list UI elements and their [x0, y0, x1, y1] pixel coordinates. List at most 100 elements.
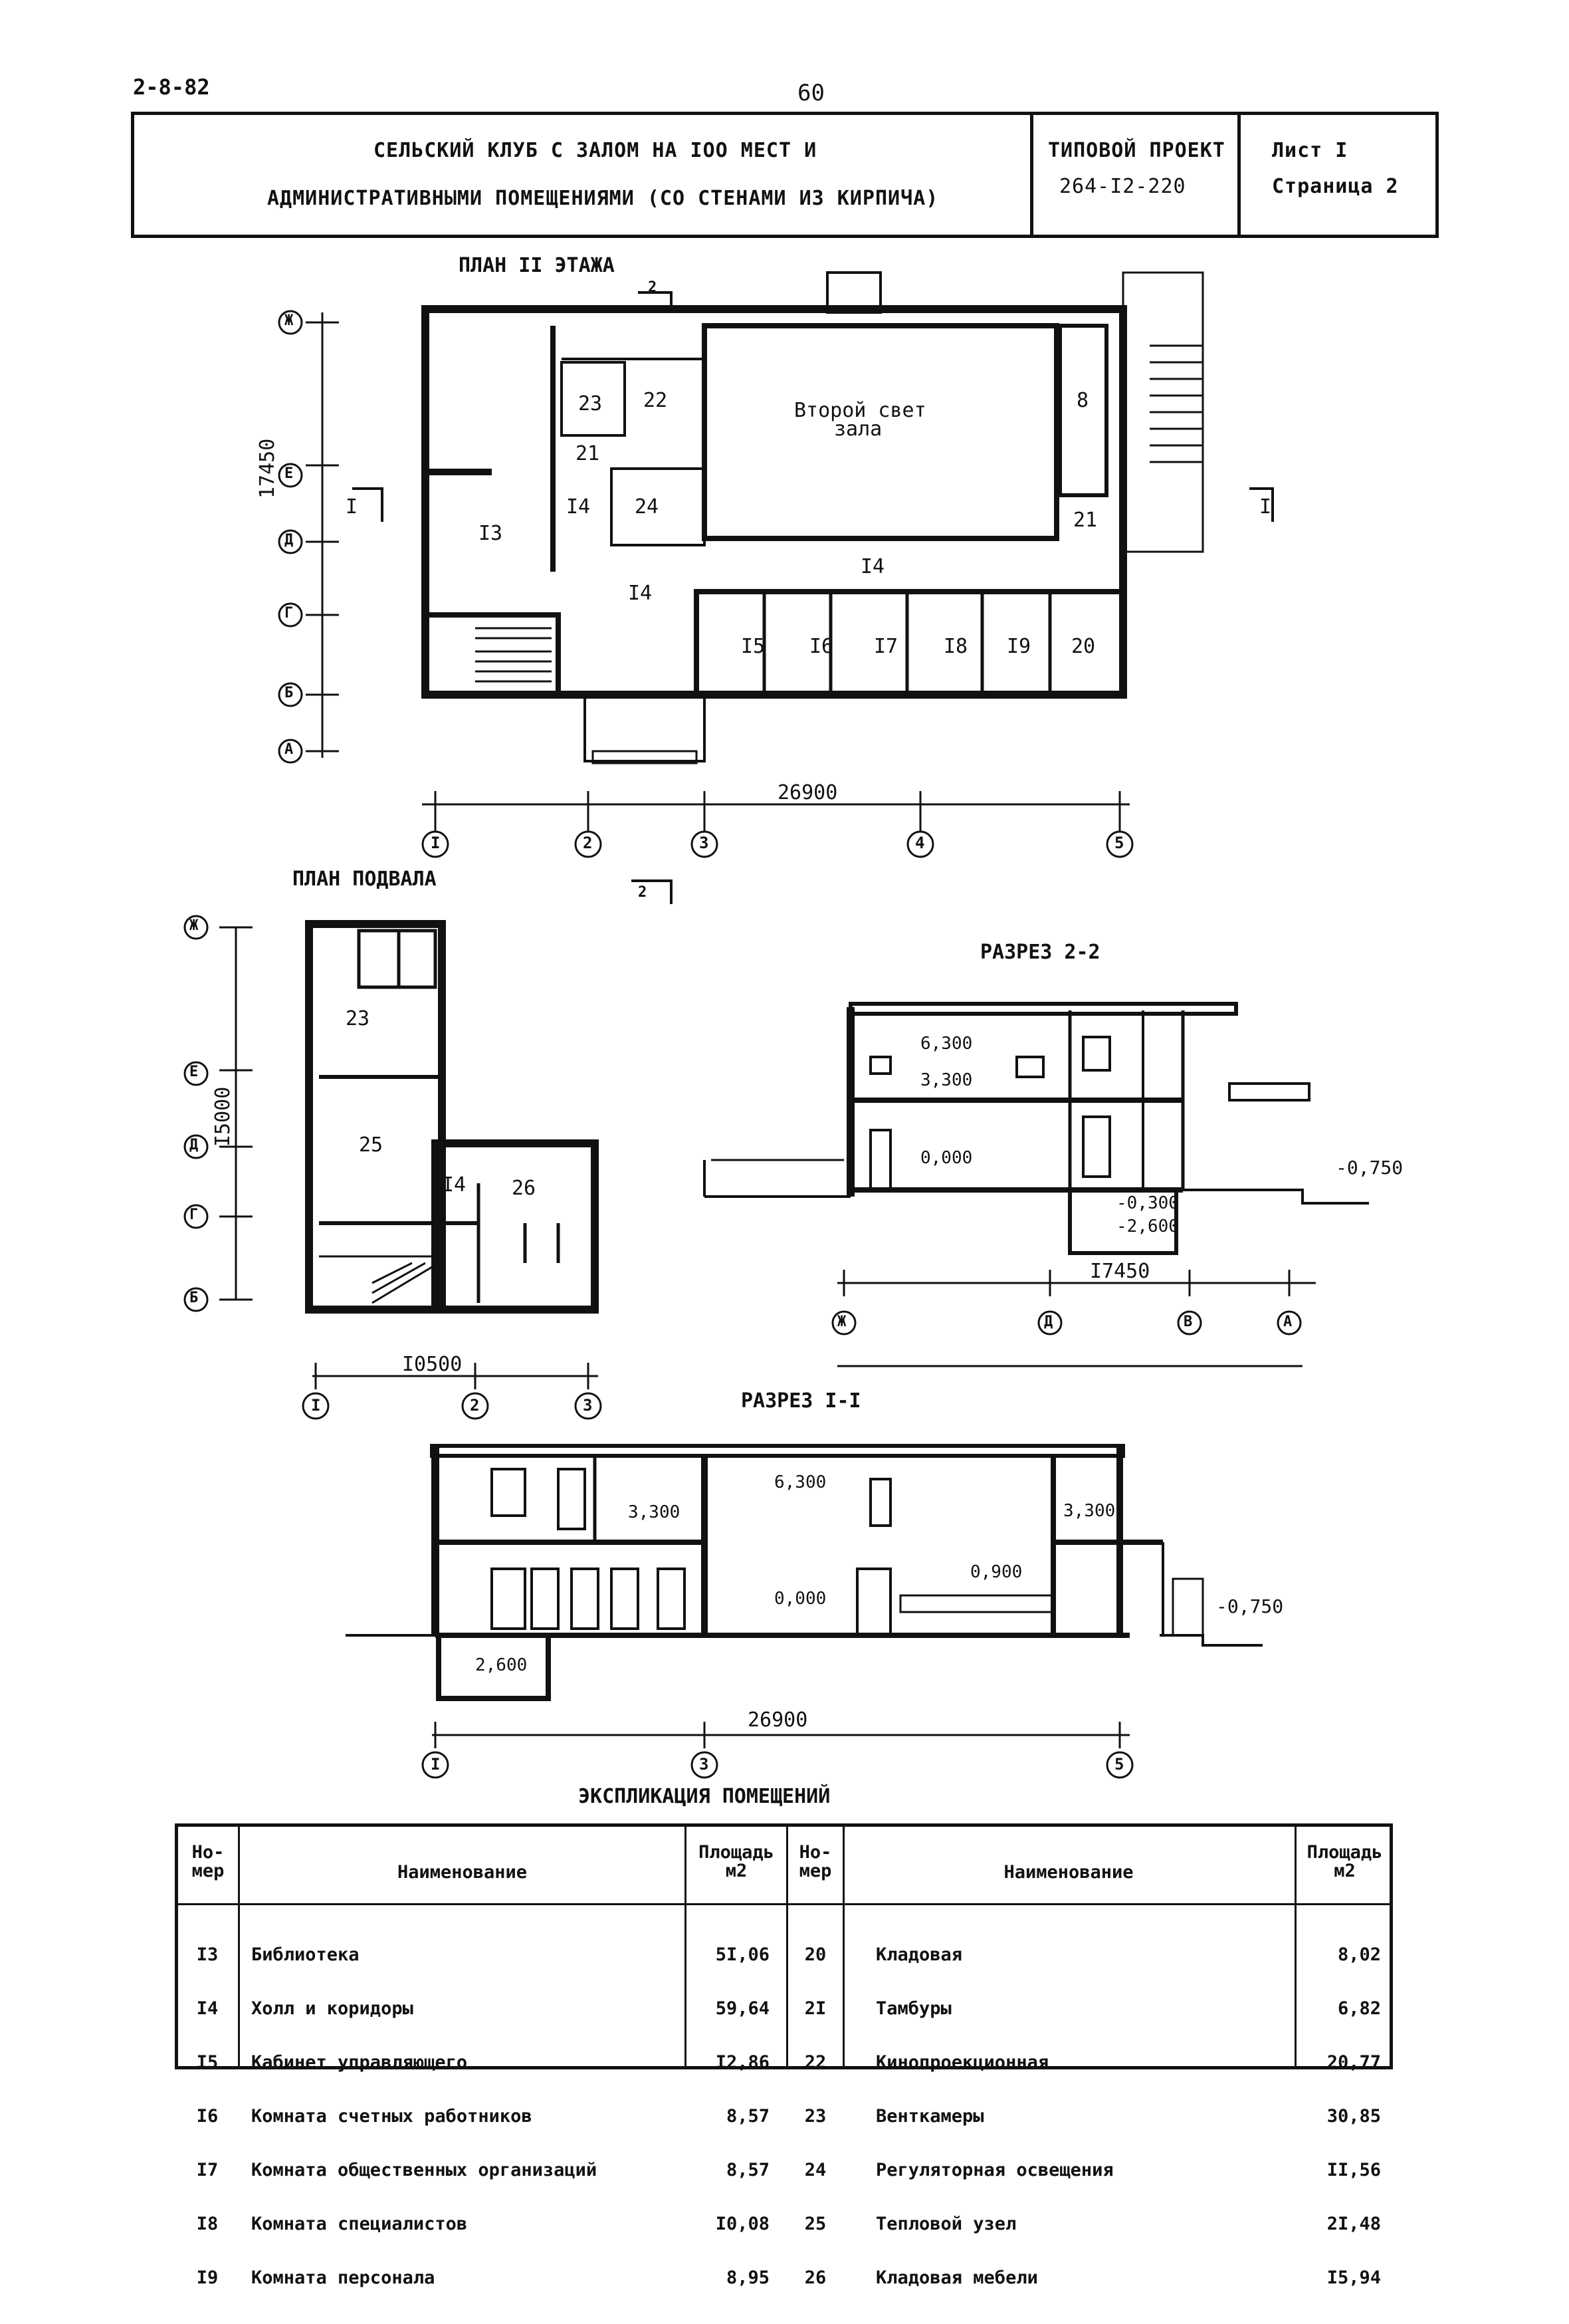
axis-label: Д: [284, 532, 294, 548]
table-cell: I9: [196, 2267, 219, 2288]
table-cell: Кладовая: [876, 1944, 963, 1965]
table-cell: Комната общественных организаций: [251, 2160, 597, 2180]
stair-treads: [1150, 344, 1203, 463]
table-cell: 8,02: [1337, 1944, 1381, 1965]
section11-title: РАЗРЕЗ I-I: [741, 1389, 861, 1413]
plan2-dim-horizontal: 26900: [778, 781, 838, 804]
header-area-1: Площадь: [1307, 1842, 1383, 1863]
table-cell: 6,82: [1337, 1998, 1381, 2019]
vent-box: [826, 271, 882, 314]
table-cell: Регуляторная освещения: [876, 2160, 1114, 2180]
elevation-mark: -0,750: [1336, 1157, 1404, 1179]
table-cell: 30,85: [1326, 2106, 1381, 2127]
axis-label: А: [1283, 1314, 1293, 1330]
stair-left: [423, 612, 561, 697]
room-label: I5: [741, 635, 766, 658]
table-cell: 8,57: [726, 2106, 770, 2127]
axis-label: Е: [189, 1064, 199, 1080]
axis-label: 4: [915, 834, 925, 852]
axis-label: 5: [1114, 834, 1124, 852]
document-code: 2-8-82: [133, 74, 210, 100]
room-label: 25: [359, 1133, 383, 1157]
axis-label: В: [1184, 1314, 1193, 1330]
table-cell: 8,95: [726, 2267, 770, 2288]
header-num-2: мер: [191, 1861, 225, 1881]
table-cell: 24: [804, 2160, 827, 2180]
room-label: 8: [1077, 389, 1089, 412]
axis-label: Ж: [837, 1314, 847, 1330]
elevation-mark: 6,300: [920, 1034, 973, 1054]
left-num-column: I3 I4 I5 I6 I7 I8 I9: [183, 1910, 231, 2323]
table-cell: Комната счетных работников: [251, 2106, 532, 2127]
header-num-1: Но-: [799, 1842, 832, 1863]
room-label: I4: [442, 1173, 467, 1197]
elevation-mark: 3,300: [628, 1502, 680, 1522]
table-cell: I7: [196, 2160, 219, 2180]
section-mark: I: [346, 495, 358, 519]
table-cell: 23: [804, 2106, 827, 2127]
table-cell: I3: [196, 1944, 219, 1965]
room-label: I4: [566, 495, 591, 519]
plan2-title: ПЛАН II ЭТАЖА: [459, 254, 615, 277]
room-label: 22: [643, 389, 668, 412]
elevation-mark: -0,750: [1216, 1595, 1284, 1617]
project-number: 264-I2-220: [1059, 175, 1186, 198]
axis-label: I: [311, 1396, 321, 1415]
room-label: I4: [628, 582, 653, 605]
section-mark: I: [1259, 495, 1272, 519]
elevation-mark: 0,900: [970, 1562, 1023, 1582]
elevation-mark: -2,600: [1116, 1217, 1179, 1236]
axis-label: Ж: [189, 917, 199, 934]
explication-table: Но- мер Наименование Площадь м2 Но- мер …: [175, 1823, 1393, 2287]
axis-label: I: [431, 1755, 441, 1774]
table-cell: 25: [804, 2214, 827, 2234]
table-cell: I2,86: [715, 2052, 770, 2073]
table-cell: Тамбуры: [876, 1998, 952, 2019]
table-cell: Кладовая мебели: [876, 2267, 1038, 2288]
plan2-dim-vertical: 17450: [256, 438, 279, 499]
axis-label: Г: [284, 605, 294, 622]
section11-dim: 26900: [748, 1708, 808, 1732]
table-cell: Кабинет управляющего: [251, 2052, 468, 2073]
right-num-column: 20 2I 22 23 24 25 26: [789, 1910, 841, 2323]
table-cell: 20,77: [1326, 2052, 1381, 2073]
room-label: 23: [346, 1007, 370, 1030]
axis-label: Б: [189, 1290, 199, 1306]
table-cell: Комната специалистов: [251, 2214, 468, 2234]
elevation-mark: -0,300: [1116, 1193, 1179, 1213]
table-cell: Кинопроекционная: [876, 2052, 1049, 2073]
hall-label-1: Второй свет: [794, 399, 926, 422]
section22-dim: I7450: [1090, 1260, 1150, 1283]
room-8-wall: [1058, 324, 1108, 497]
header-area-2: м2: [725, 1861, 748, 1881]
table-cell: I0,08: [715, 2214, 770, 2234]
left-area-column: 5I,06 59,64 I2,86 8,57 8,57 I0,08 8,95: [690, 1910, 770, 2323]
elevation-mark: 3,300: [1063, 1501, 1116, 1521]
table-cell: 8,57: [726, 2160, 770, 2180]
hall-label-2: зала: [834, 417, 883, 441]
room-label: 26: [512, 1177, 536, 1200]
axis-label: Д: [189, 1137, 199, 1153]
page-number: 60: [797, 80, 825, 106]
room-label: I9: [1007, 635, 1031, 658]
axis-label: 3: [699, 834, 709, 852]
table-cell: Венткамеры: [876, 2106, 984, 2127]
basement-dim-horizontal: I0500: [402, 1353, 463, 1376]
axis-label: 3: [699, 1755, 709, 1774]
table-cell: I4: [196, 1998, 219, 2019]
table-cell: 59,64: [715, 1998, 770, 2019]
axis-label: 2: [470, 1396, 480, 1415]
room-label: 20: [1071, 635, 1096, 658]
header-num-2: мер: [799, 1861, 832, 1881]
section-mark: 2: [638, 884, 647, 901]
room-label: 23: [578, 392, 603, 415]
table-cell: 26: [804, 2267, 827, 2288]
page-label: Страница 2: [1272, 175, 1399, 198]
basement-title: ПЛАН ПОДВАЛА: [292, 868, 437, 891]
header-area-2: м2: [1334, 1861, 1356, 1881]
axis-label: А: [284, 741, 294, 758]
explication-title: ЭКСПЛИКАЦИЯ ПОМЕЩЕНИЙ: [578, 1785, 831, 1808]
section22-title: РАЗРЕЗ 2-2: [980, 941, 1100, 964]
room-label: 24: [635, 495, 659, 519]
table-cell: 22: [804, 2052, 827, 2073]
